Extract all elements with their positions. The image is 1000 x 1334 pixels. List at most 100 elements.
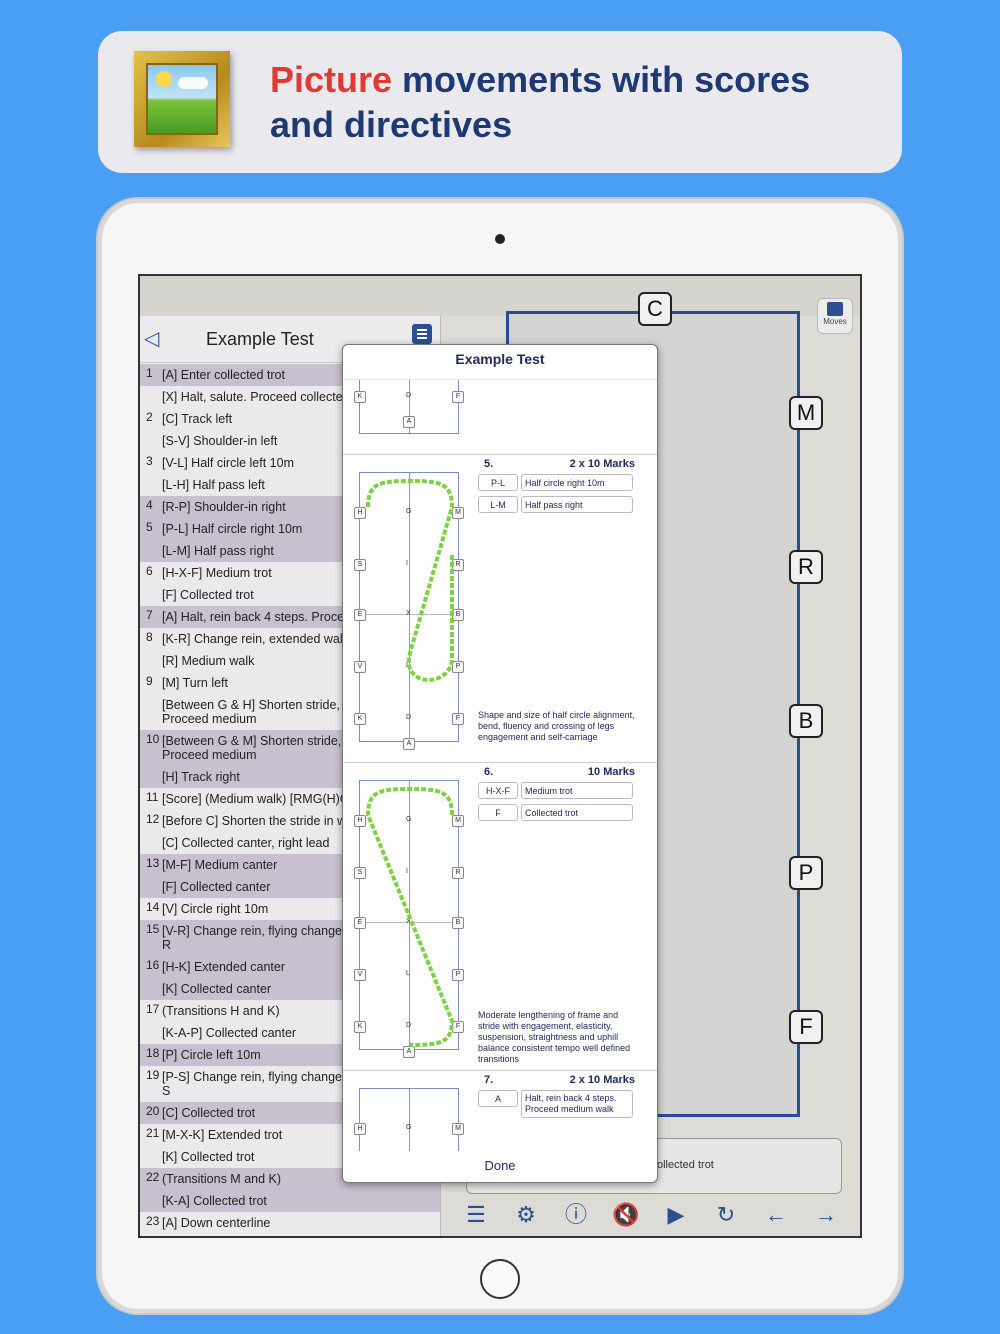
arena-letter-m: M bbox=[789, 396, 823, 430]
mini-letter-r: R bbox=[452, 559, 464, 571]
mute-icon[interactable]: 🔇 bbox=[612, 1202, 640, 1227]
movement-number: 6. bbox=[484, 766, 494, 778]
list-item-number: 7 bbox=[146, 608, 153, 622]
app-screen: ◁ Example Test 1[A] Enter collected trot… bbox=[138, 274, 862, 1238]
menu-icon[interactable]: ☰ bbox=[466, 1202, 486, 1227]
list-item-text: [H-X-F] Medium trot bbox=[162, 566, 272, 580]
gear-icon[interactable]: ⚙ bbox=[516, 1202, 536, 1227]
reset-icon[interactable]: ↻ bbox=[716, 1202, 736, 1227]
list-item-text: [M-F] Medium canter bbox=[162, 858, 278, 872]
list-item-text: [X] Halt, salute. Proceed collected bbox=[162, 390, 350, 404]
mini-center-letter: L bbox=[406, 970, 410, 977]
bottom-toolbar: ☰ ⚙ ⓘ 🔇 ▶ ↻ ← → bbox=[461, 1196, 851, 1232]
modal-scroll-body[interactable]: AVPLKFDAngle, bend and balance engagemen… bbox=[343, 379, 657, 1151]
mini-letter-m: M bbox=[452, 507, 464, 519]
list-item-text: [L-H] Half pass left bbox=[162, 478, 265, 492]
mini-letter-s: S bbox=[354, 559, 366, 571]
done-button[interactable]: Done bbox=[484, 1158, 516, 1173]
mini-letter-b: B bbox=[452, 609, 464, 621]
movement-letters: F bbox=[478, 804, 518, 821]
mini-letter-f: F bbox=[452, 713, 464, 725]
list-item-number: 18 bbox=[146, 1046, 160, 1060]
list-item-text: [R] Medium walk bbox=[162, 654, 255, 668]
list-item-text: [V-L] Half circle left 10m bbox=[162, 456, 294, 470]
moves-button[interactable]: Moves bbox=[817, 298, 853, 334]
list-item-text: [C] Collected trot bbox=[162, 1106, 256, 1120]
list-item-number: 5 bbox=[146, 520, 153, 534]
status-text: ollected trot bbox=[657, 1159, 714, 1171]
mini-letter-r: R bbox=[452, 867, 464, 879]
moves-label: Moves bbox=[823, 317, 847, 326]
mini-center-letter: I bbox=[406, 560, 408, 567]
list-item-number: 11 bbox=[146, 790, 159, 804]
mini-letter-v: V bbox=[354, 661, 366, 673]
movement-letters: P-L bbox=[478, 474, 518, 491]
mini-letter-e: E bbox=[354, 609, 366, 621]
document-list-icon[interactable] bbox=[412, 324, 432, 344]
list-item-text: [H] Track right bbox=[162, 770, 240, 784]
movement-number: 5. bbox=[484, 458, 494, 470]
arena-letter-f: F bbox=[789, 1010, 823, 1044]
movement-letters: H-X-F bbox=[478, 782, 518, 799]
list-item-text: [F] Collected trot bbox=[162, 588, 254, 602]
modal-title: Example Test bbox=[455, 351, 545, 367]
list-item-text: [A] Halt, rein back 4 steps. Proceed bbox=[162, 610, 358, 624]
movement-letters: A bbox=[478, 1090, 518, 1107]
list-item-number: 19 bbox=[146, 1068, 160, 1082]
movement-letters: L-M bbox=[478, 496, 518, 513]
list-item-number: 4 bbox=[146, 498, 153, 512]
list-item-number: 13 bbox=[146, 856, 160, 870]
list-item-number: 2 bbox=[146, 410, 153, 424]
list-item-text: [K] Collected canter bbox=[162, 982, 272, 996]
list-item-text: [A] Down centerline bbox=[162, 1216, 271, 1230]
home-button[interactable] bbox=[480, 1259, 520, 1299]
list-item-number: 9 bbox=[146, 674, 153, 688]
list-item-number: 6 bbox=[146, 564, 153, 578]
play-icon[interactable]: ▶ bbox=[667, 1202, 685, 1227]
movement-marks: 2 x 10 Marks bbox=[569, 458, 635, 470]
list-item-number: 21 bbox=[146, 1126, 160, 1140]
mini-center-letter: G bbox=[406, 1124, 412, 1131]
camera bbox=[495, 234, 505, 244]
mini-letter-f: F bbox=[452, 391, 464, 403]
info-icon[interactable]: ⓘ bbox=[564, 1202, 587, 1227]
movement-description: Halt, rein back 4 steps. Proceed medium … bbox=[521, 1090, 633, 1118]
list-item-number: 10 bbox=[146, 732, 160, 746]
mini-center-letter: G bbox=[406, 508, 412, 515]
movement-directive: Shape and size of half circle alignment,… bbox=[478, 710, 635, 742]
list-item-text: [C] Track left bbox=[162, 412, 233, 426]
mini-center-letter: D bbox=[406, 714, 412, 721]
picture-frame-icon bbox=[134, 51, 230, 147]
arrow-left-icon[interactable]: ← bbox=[765, 1202, 787, 1227]
status-bar bbox=[140, 276, 860, 316]
list-item-text: [K-A-P] Collected canter bbox=[162, 1026, 297, 1040]
list-item[interactable]: [K-A] Collected trot bbox=[140, 1190, 440, 1212]
back-chevron-icon[interactable]: ◁ bbox=[144, 328, 160, 350]
list-item-number: 20 bbox=[146, 1104, 160, 1118]
mini-center-letter: L bbox=[406, 662, 410, 669]
list-item-number: 23 bbox=[146, 1214, 160, 1228]
list-item-text: [L-M] Half pass right bbox=[162, 544, 274, 558]
mini-letter-p: P bbox=[452, 969, 464, 981]
movement-description: Medium trot bbox=[521, 782, 633, 799]
mini-letter-k: K bbox=[354, 1021, 366, 1033]
mini-letter-m: M bbox=[452, 815, 464, 827]
promo-banner: Picture movements with scores and direct… bbox=[98, 31, 902, 173]
mini-letter-s: S bbox=[354, 867, 366, 879]
mini-center-letter: D bbox=[406, 392, 412, 399]
arena-letter-b: B bbox=[789, 704, 823, 738]
list-item-number: 15 bbox=[146, 922, 160, 936]
mini-letter-m: M bbox=[452, 1123, 464, 1135]
arrow-right-icon[interactable]: → bbox=[815, 1202, 837, 1227]
moves-book-icon bbox=[827, 302, 843, 316]
list-item-number: 17 bbox=[146, 1002, 160, 1016]
mini-letter-a: A bbox=[403, 738, 415, 750]
tablet-device: ◁ Example Test 1[A] Enter collected trot… bbox=[98, 199, 902, 1313]
mini-arena-diagram: AVPLKFD bbox=[354, 380, 464, 434]
headline-rest: movements with scores and directives bbox=[270, 59, 811, 145]
list-item[interactable]: 23[A] Down centerline bbox=[140, 1212, 440, 1234]
list-item-text: [K-R] Change rein, extended walk bbox=[162, 632, 349, 646]
